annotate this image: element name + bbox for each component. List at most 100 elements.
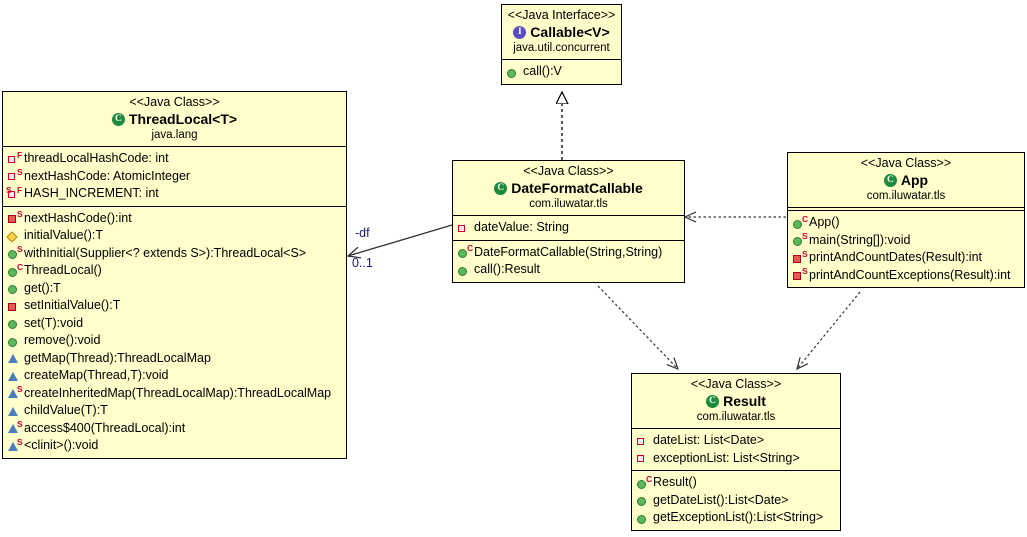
member-row[interactable]: S nextHashCode: AtomicInteger <box>7 168 344 186</box>
edge-dependency-dateformatcallable-result <box>597 285 678 369</box>
member-row[interactable]: getMap(Thread):ThreadLocalMap <box>7 350 344 368</box>
member-row[interactable]: getDateList():List<Date> <box>636 492 838 510</box>
private-field-icon: F <box>7 151 22 166</box>
member-row[interactable]: dateList: List<Date> <box>636 432 838 450</box>
member-row[interactable]: C ThreadLocal() <box>7 262 344 280</box>
method-compartment-dateformatcallable: C DateFormatCallable(String,String) call… <box>453 239 684 282</box>
public-method-icon <box>7 281 22 295</box>
public-method-icon: S <box>792 232 808 247</box>
class-name-threadlocal: C ThreadLocal<T> <box>7 110 342 128</box>
class-stereotype: <<Java Class>> <box>523 164 614 178</box>
class-badge-icon: C <box>111 112 125 126</box>
method-compartment-callable: call():V <box>502 60 621 84</box>
class-header-dateformatcallable: <<Java Class>> C DateFormatCallable com.… <box>453 161 684 216</box>
member-row[interactable]: S printAndCountDates(Result):int <box>792 249 1022 267</box>
field-compartment-dateformatcallable: dateValue: String <box>453 216 684 240</box>
class-box-result[interactable]: <<Java Class>> C Result com.iluwatar.tls… <box>631 373 841 531</box>
private-field-icon: S <box>7 168 23 183</box>
class-name-result: C Result <box>636 392 836 410</box>
class-box-dateformatcallable[interactable]: <<Java Class>> C DateFormatCallable com.… <box>452 160 685 283</box>
public-method-icon <box>636 511 651 525</box>
field-compartment-threadlocal: F threadLocalHashCode: int S nextHashCod… <box>3 147 346 206</box>
private-method-icon <box>7 299 22 313</box>
member-row[interactable]: childValue(T):T <box>7 402 344 420</box>
member-row[interactable]: S createInheritedMap(ThreadLocalMap):Thr… <box>7 385 344 403</box>
member-row[interactable]: dateValue: String <box>457 219 682 237</box>
public-method-icon <box>7 316 22 330</box>
member-row[interactable]: S withInitial(Supplier<? extends S>):Thr… <box>7 245 344 263</box>
member-row[interactable]: setInitialValue():T <box>7 297 344 315</box>
method-compartment-result: C Result() getDateList():List<Date> getE… <box>632 470 840 530</box>
package-method-icon: S <box>7 438 23 453</box>
member-row[interactable]: C DateFormatCallable(String,String) <box>457 244 682 262</box>
class-header-result: <<Java Class>> C Result com.iluwatar.tls <box>632 374 840 429</box>
class-stereotype: <<Java Class>> <box>690 377 782 391</box>
method-compartment-threadlocal: S nextHashCode():int initialValue():T S … <box>3 205 346 458</box>
package-method-icon: S <box>7 420 23 435</box>
class-stereotype: <<Java Interface>> <box>507 8 616 22</box>
class-box-callable[interactable]: <<Java Interface>> I Callable<V> java.ut… <box>501 4 622 85</box>
member-row[interactable]: call():V <box>506 63 619 81</box>
member-row[interactable]: call():Result <box>457 261 682 279</box>
class-stereotype: <<Java Class>> <box>860 156 952 170</box>
class-box-app[interactable]: <<Java Class>> C App com.iluwatar.tls C … <box>787 152 1025 288</box>
public-constructor-icon: C <box>457 244 473 259</box>
private-method-icon: S <box>7 210 23 225</box>
class-badge-icon: C <box>883 173 897 187</box>
package-method-icon <box>7 404 22 418</box>
method-compartment-app: C App() S main(String[]):void S printAnd… <box>788 210 1024 287</box>
member-row[interactable]: S <clinit>():void <box>7 437 344 455</box>
package-method-icon <box>7 351 22 365</box>
public-method-icon <box>506 65 521 79</box>
interface-badge-icon: I <box>513 25 527 39</box>
member-row[interactable]: set(T):void <box>7 315 344 333</box>
member-row[interactable]: remove():void <box>7 332 344 350</box>
member-row[interactable]: F threadLocalHashCode: int <box>7 150 344 168</box>
member-row[interactable]: getExceptionList():List<String> <box>636 509 838 527</box>
class-box-threadlocal[interactable]: <<Java Class>> C ThreadLocal<T> java.lan… <box>2 91 347 459</box>
private-field-icon <box>636 451 651 465</box>
class-package: com.iluwatar.tls <box>866 190 946 202</box>
member-row[interactable]: C App() <box>792 214 1022 232</box>
association-role-label: -df <box>355 226 370 240</box>
member-row[interactable]: createMap(Thread,T):void <box>7 367 344 385</box>
class-package: java.util.concurrent <box>513 42 610 54</box>
member-row[interactable]: S printAndCountExceptions(Result):int <box>792 267 1022 285</box>
package-method-icon: S <box>7 385 23 400</box>
private-field-icon <box>457 221 472 235</box>
member-row[interactable]: exceptionList: List<String> <box>636 450 838 468</box>
class-badge-icon: C <box>706 394 720 408</box>
member-row[interactable]: get():T <box>7 280 344 298</box>
member-row[interactable]: S nextHashCode():int <box>7 210 344 228</box>
class-package: com.iluwatar.tls <box>696 411 776 423</box>
class-header-threadlocal: <<Java Class>> C ThreadLocal<T> java.lan… <box>3 92 346 147</box>
association-multiplicity-label: 0..1 <box>352 256 373 270</box>
member-row[interactable]: S main(String[]):void <box>792 232 1022 250</box>
class-name-callable: I Callable<V> <box>506 23 617 41</box>
class-name-dateformatcallable: C DateFormatCallable <box>457 179 680 197</box>
public-constructor-icon: C <box>792 215 808 230</box>
member-row[interactable]: initialValue():T <box>6 227 344 245</box>
class-badge-icon: C <box>494 181 508 195</box>
private-method-icon: S <box>792 250 808 265</box>
edge-dependency-app-result <box>797 291 861 369</box>
public-constructor-icon: C <box>7 263 23 278</box>
class-package: com.iluwatar.tls <box>529 198 608 210</box>
class-stereotype: <<Java Class>> <box>129 95 220 109</box>
class-header-app: <<Java Class>> C App com.iluwatar.tls <box>788 153 1024 208</box>
class-name-app: C App <box>792 171 1020 189</box>
package-method-icon <box>7 369 22 383</box>
public-method-icon: S <box>7 245 23 260</box>
class-header-callable: <<Java Interface>> I Callable<V> java.ut… <box>502 5 621 60</box>
private-field-icon <box>636 434 651 448</box>
protected-method-icon <box>6 229 22 243</box>
member-row[interactable]: C Result() <box>636 474 838 492</box>
public-method-icon <box>636 493 651 507</box>
public-method-icon <box>7 334 22 348</box>
field-compartment-result: dateList: List<Date> exceptionList: List… <box>632 429 840 470</box>
member-row[interactable]: S access$400(ThreadLocal):int <box>7 420 344 438</box>
public-method-icon <box>457 263 472 277</box>
